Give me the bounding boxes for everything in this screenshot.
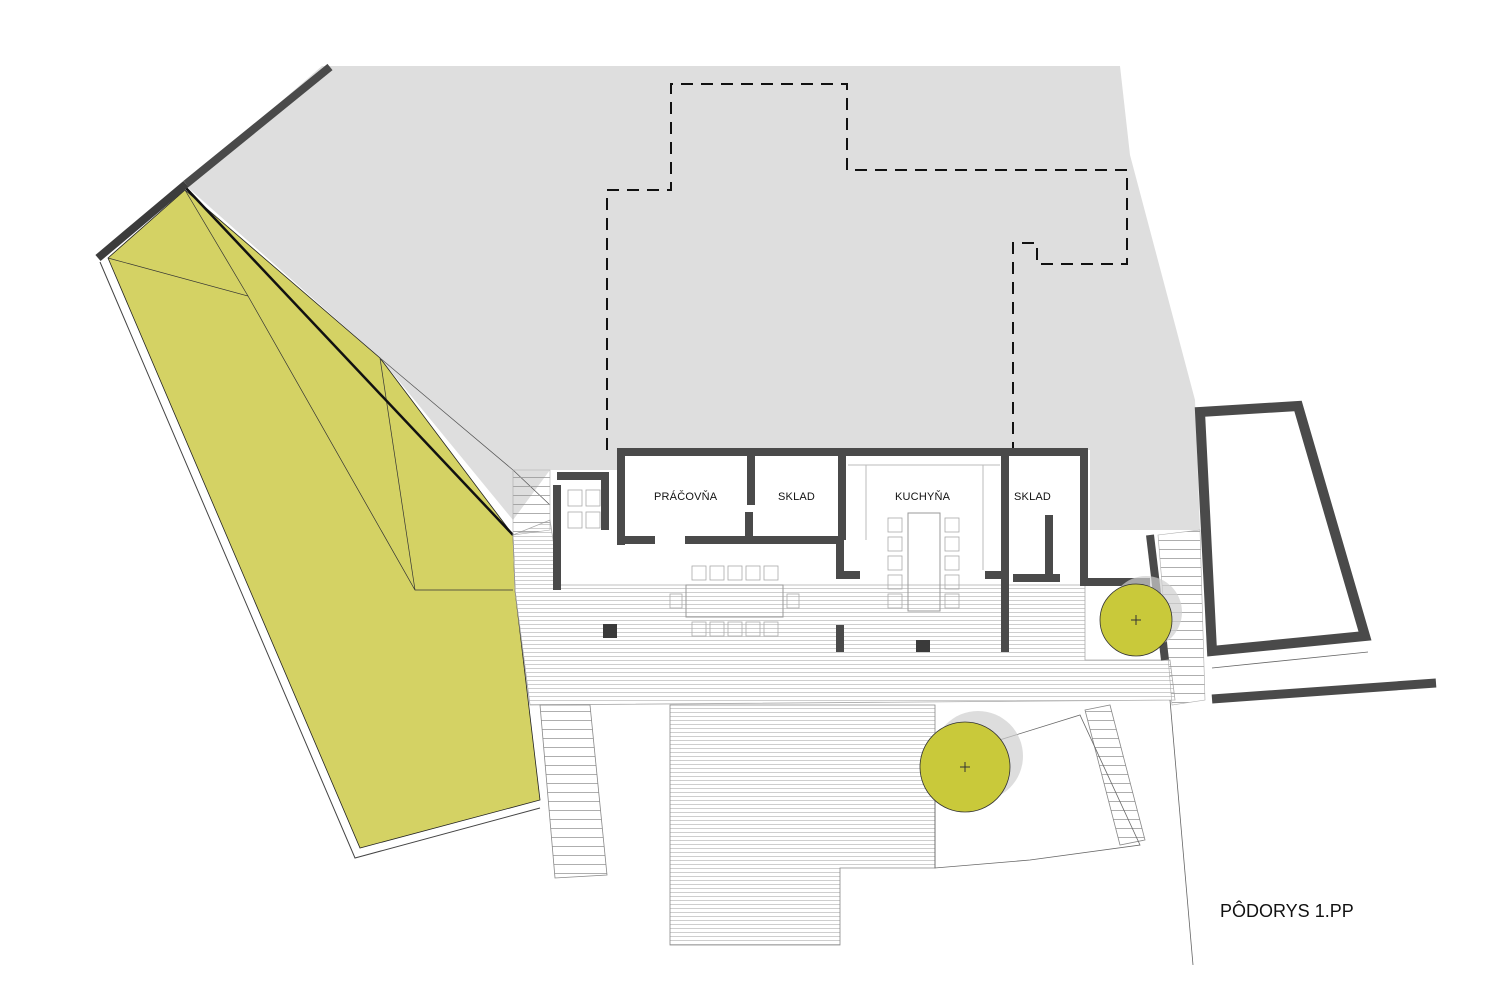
chair [567, 511, 583, 529]
tree-center-icon [1131, 615, 1141, 625]
boundary-line [1169, 699, 1194, 966]
roof-ridge-line [184, 189, 249, 297]
stairs-left [539, 704, 608, 879]
roof-ridge-lines [107, 257, 513, 591]
terrain-area [185, 66, 1200, 530]
chair [887, 574, 903, 590]
upper-floor-outline [606, 83, 1128, 450]
chair [887, 517, 903, 533]
chair [745, 621, 761, 637]
room-label-kuchyna: KUCHYŇA [895, 491, 951, 503]
pool [1194, 400, 1372, 657]
chair [944, 517, 960, 533]
chair [691, 565, 707, 581]
room-label-sklad: SKLAD [778, 491, 816, 503]
retaining-wall [1211, 678, 1437, 704]
chair [944, 574, 960, 590]
chair [786, 593, 800, 609]
site-outline [99, 261, 541, 859]
chair [763, 565, 779, 581]
boundary-line [1211, 651, 1369, 669]
chair [944, 555, 960, 571]
retaining-wall [183, 63, 333, 188]
lower-deck [669, 704, 936, 946]
chair [763, 621, 779, 637]
column [603, 624, 617, 638]
kitchen-table [907, 512, 941, 612]
column [916, 640, 930, 652]
stairs-right [1084, 704, 1146, 846]
chair [727, 621, 743, 637]
chair [709, 565, 725, 581]
room-label-pracovna: PRÁČOVŇA [654, 491, 718, 503]
tree-center-icon [960, 762, 970, 772]
chair [585, 489, 601, 507]
building-walls [553, 448, 1150, 652]
chair [887, 536, 903, 552]
building-interior [621, 452, 1084, 582]
chair [745, 565, 761, 581]
roof-ridge-line [379, 357, 416, 591]
retaining-wall [95, 180, 189, 262]
plan-title: PÔDORYS 1.PP [1220, 901, 1354, 921]
chair [887, 593, 903, 609]
chair [669, 593, 683, 609]
chair [567, 489, 583, 507]
chairs [567, 489, 960, 637]
roof-edge [184, 186, 514, 536]
room-label-sklad-2: SKLAD [1014, 491, 1052, 503]
dining-table [685, 584, 784, 618]
chair [727, 565, 743, 581]
garden-area [934, 714, 1141, 869]
chair [709, 621, 725, 637]
chair [944, 536, 960, 552]
chair [691, 621, 707, 637]
chair [585, 511, 601, 529]
stairs-entry [512, 469, 551, 536]
chair [887, 555, 903, 571]
chair [944, 593, 960, 609]
